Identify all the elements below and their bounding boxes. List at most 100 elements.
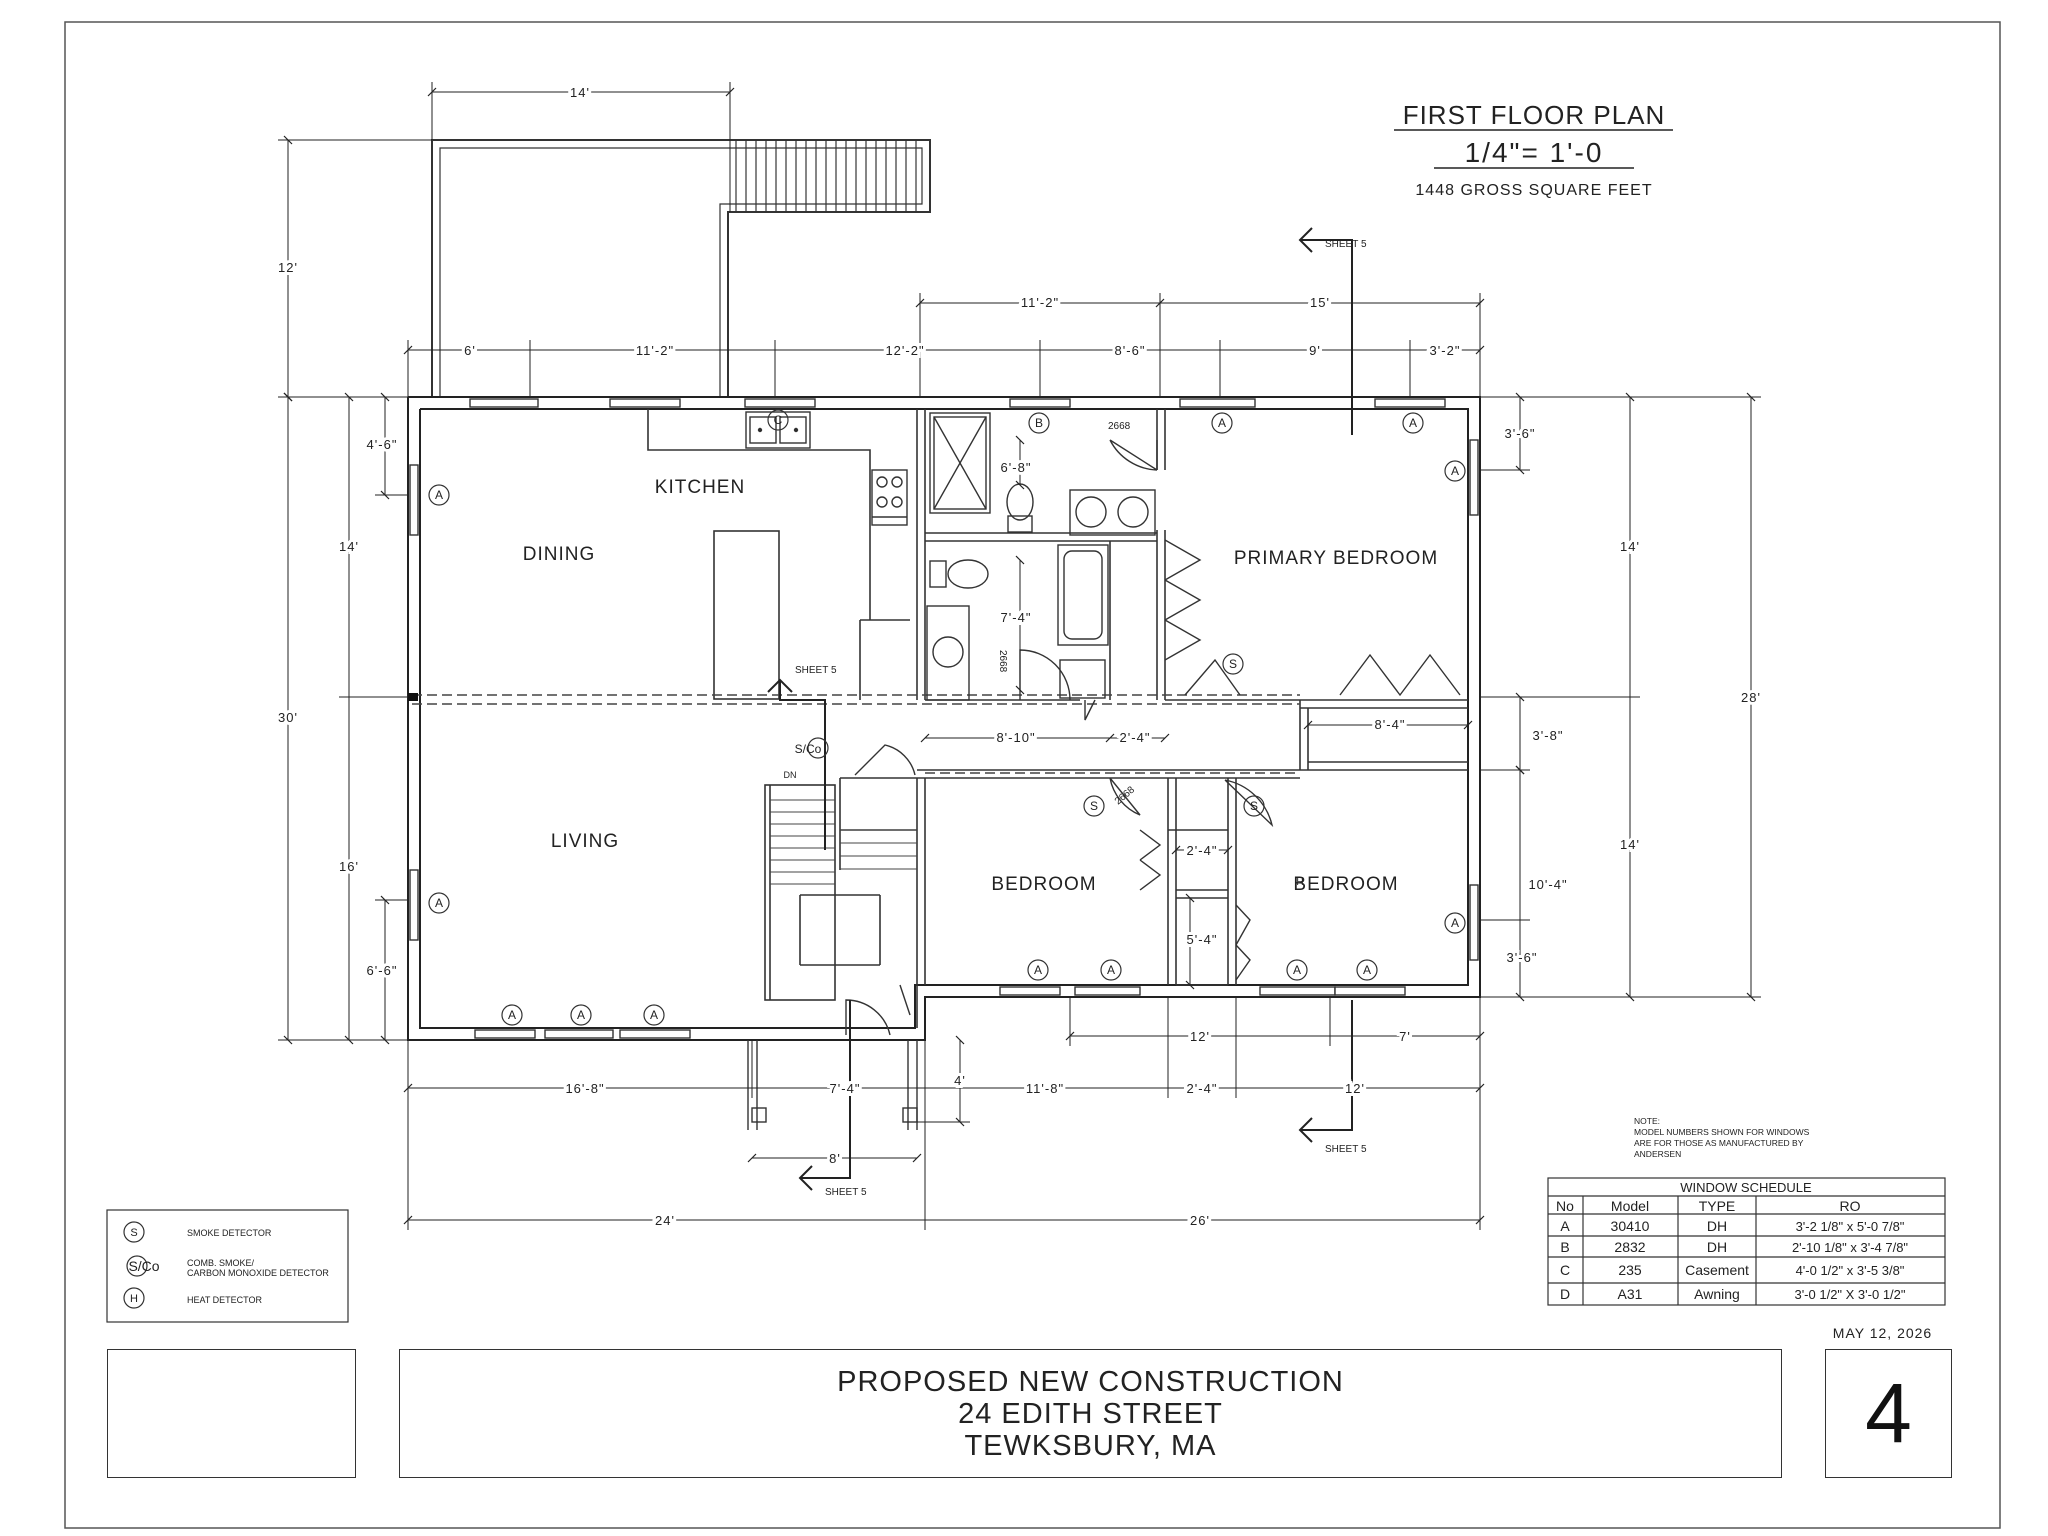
sink-icon [932,636,964,668]
deck-stairs [735,140,917,212]
dim-label: 14' [570,85,590,100]
dim-label: 6'-8" [1001,460,1032,475]
dim-label: 12' [1345,1081,1365,1096]
schedule-cell: B [1560,1239,1569,1255]
smoke-detector-tag: S [1090,799,1098,813]
dim-label: 4' [954,1073,966,1088]
legend-label: SMOKE DETECTOR [187,1228,272,1238]
windows [409,398,1479,1039]
section-mark-label: SHEET 5 [825,1187,867,1198]
floor-change-line [412,694,1300,774]
schedule-header: No [1556,1198,1574,1214]
door-tag: 2668 [1108,421,1131,432]
project-town: TEWKSBURY, MA [964,1429,1217,1462]
room-label-bedroom: BEDROOM [991,874,1096,895]
dim-label: 12'-2" [885,343,924,358]
note-line: MODEL NUMBERS SHOWN FOR WINDOWS [1634,1127,1810,1137]
sink-icon [1117,496,1149,528]
window-tags [428,409,1466,1026]
legend-symbol: H [130,1293,138,1305]
note-line: ANDERSEN [1634,1149,1681,1159]
dim-label: 15' [1310,295,1330,310]
toilet-icon [929,559,989,589]
dim-label: 24' [655,1213,675,1228]
schedule-cell: DH [1707,1239,1727,1255]
room-label-primary-bedroom: PRIMARY BEDROOM [1234,548,1438,569]
window-tag-a: A [508,1008,516,1022]
dim-label: 2'-4" [1187,1081,1218,1096]
section-mark-label: SHEET 5 [795,665,837,676]
legend-label-line: CARBON MONOXIDE DETECTOR [187,1268,329,1278]
kitchen-sink [745,411,811,449]
plan-title: FIRST FLOOR PLAN [1403,100,1666,130]
dim-label: 30' [278,710,298,725]
schedule-cell: Awning [1694,1286,1740,1302]
stair-dn-label: DN [784,770,797,780]
window-tag-a: A [1409,416,1417,430]
drawing-date: MAY 12, 2026 [1832,1325,1933,1341]
project-title: PROPOSED NEW CONSTRUCTION [837,1365,1344,1398]
dimension-labels: 14' 12' 11'-2" 15' 6' 11'-2" 12'-2" 8'-6… [275,82,1763,1231]
schedule-title: WINDOW SCHEDULE [1680,1180,1812,1195]
smoke-detector-tag: S [1250,799,1258,813]
smoke-co-tag: S/Co [795,742,822,756]
dim-label: 16'-8" [565,1081,604,1096]
dim-label: 10'-4" [1528,877,1567,892]
doors [845,439,1461,1036]
window-tag-a: A [435,488,443,502]
plan-title-block: FIRST FLOOR PLAN 1/4"= 1'-0 1448 GROSS S… [1394,100,1673,199]
legend-label: HEAT DETECTOR [187,1295,263,1305]
heat-detector-tag: H [1296,877,1303,888]
room-label-kitchen: KITCHEN [655,477,745,498]
window-tag-a: A [1363,963,1371,977]
legend-symbol: S/Co [128,1258,159,1274]
range-icon [871,469,908,526]
dim-label: 8'-6" [1115,343,1146,358]
window-tag-a: A [1451,464,1459,478]
dim-label: 7'-4" [830,1081,861,1096]
exterior-walls [407,396,1481,1041]
dim-label: 7'-4" [1001,610,1032,625]
dim-label: 14' [339,539,359,554]
rear-deck [431,139,931,397]
schedule-cell: 235 [1618,1262,1642,1278]
window-tag-c: C [774,413,783,427]
schedule-cell: 2'-10 1/8" x 3'-4 7/8" [1792,1240,1908,1255]
dim-label: 3'-6" [1507,950,1538,965]
dim-label: 12' [1190,1029,1210,1044]
door-tag: 2668 [997,650,1008,673]
section-markers [767,227,1353,1191]
window-note: NOTE: MODEL NUMBERS SHOWN FOR WINDOWS AR… [1634,1116,1810,1159]
dim-label: 14' [1620,837,1640,852]
interior-walls [647,409,1468,1028]
dim-label: 8' [829,1151,841,1166]
dim-label: 7' [1399,1029,1411,1044]
dim-label: 6' [464,343,476,358]
schedule-header: RO [1840,1198,1861,1214]
smoke-detector-tag: S [1229,657,1237,671]
sheet-number: 4 [1825,1349,1952,1478]
window-tag-a: A [435,896,443,910]
dim-label: 2'-4" [1120,730,1151,745]
dim-label: 3'-2" [1430,343,1461,358]
title-block-project: PROPOSED NEW CONSTRUCTION 24 EDITH STREE… [399,1349,1782,1478]
dim-label: 3'-6" [1505,426,1536,441]
dim-label: 5'-4" [1187,932,1218,947]
window-tag-a: A [650,1008,658,1022]
dim-label: 4'-6" [367,437,398,452]
dim-label: 2'-4" [1187,843,1218,858]
note-label: NOTE: [1634,1116,1660,1126]
fixtures [745,411,1156,701]
dim-label: 16' [339,859,359,874]
dim-label: 14' [1620,539,1640,554]
schedule-cell: 4'-0 1/2" x 3'-5 3/8" [1796,1263,1905,1278]
room-label-living: LIVING [551,831,619,852]
legend-label-line: COMB. SMOKE/ [187,1258,255,1268]
dimension-lines [278,82,1761,1230]
schedule-cell: C [1560,1262,1570,1278]
legend-label: COMB. SMOKE/CARBON MONOXIDE DETECTOR [187,1258,329,1278]
dim-label: 11'-2" [636,343,674,358]
sheet-border [64,21,2001,1529]
dim-label: 6'-6" [367,963,398,978]
